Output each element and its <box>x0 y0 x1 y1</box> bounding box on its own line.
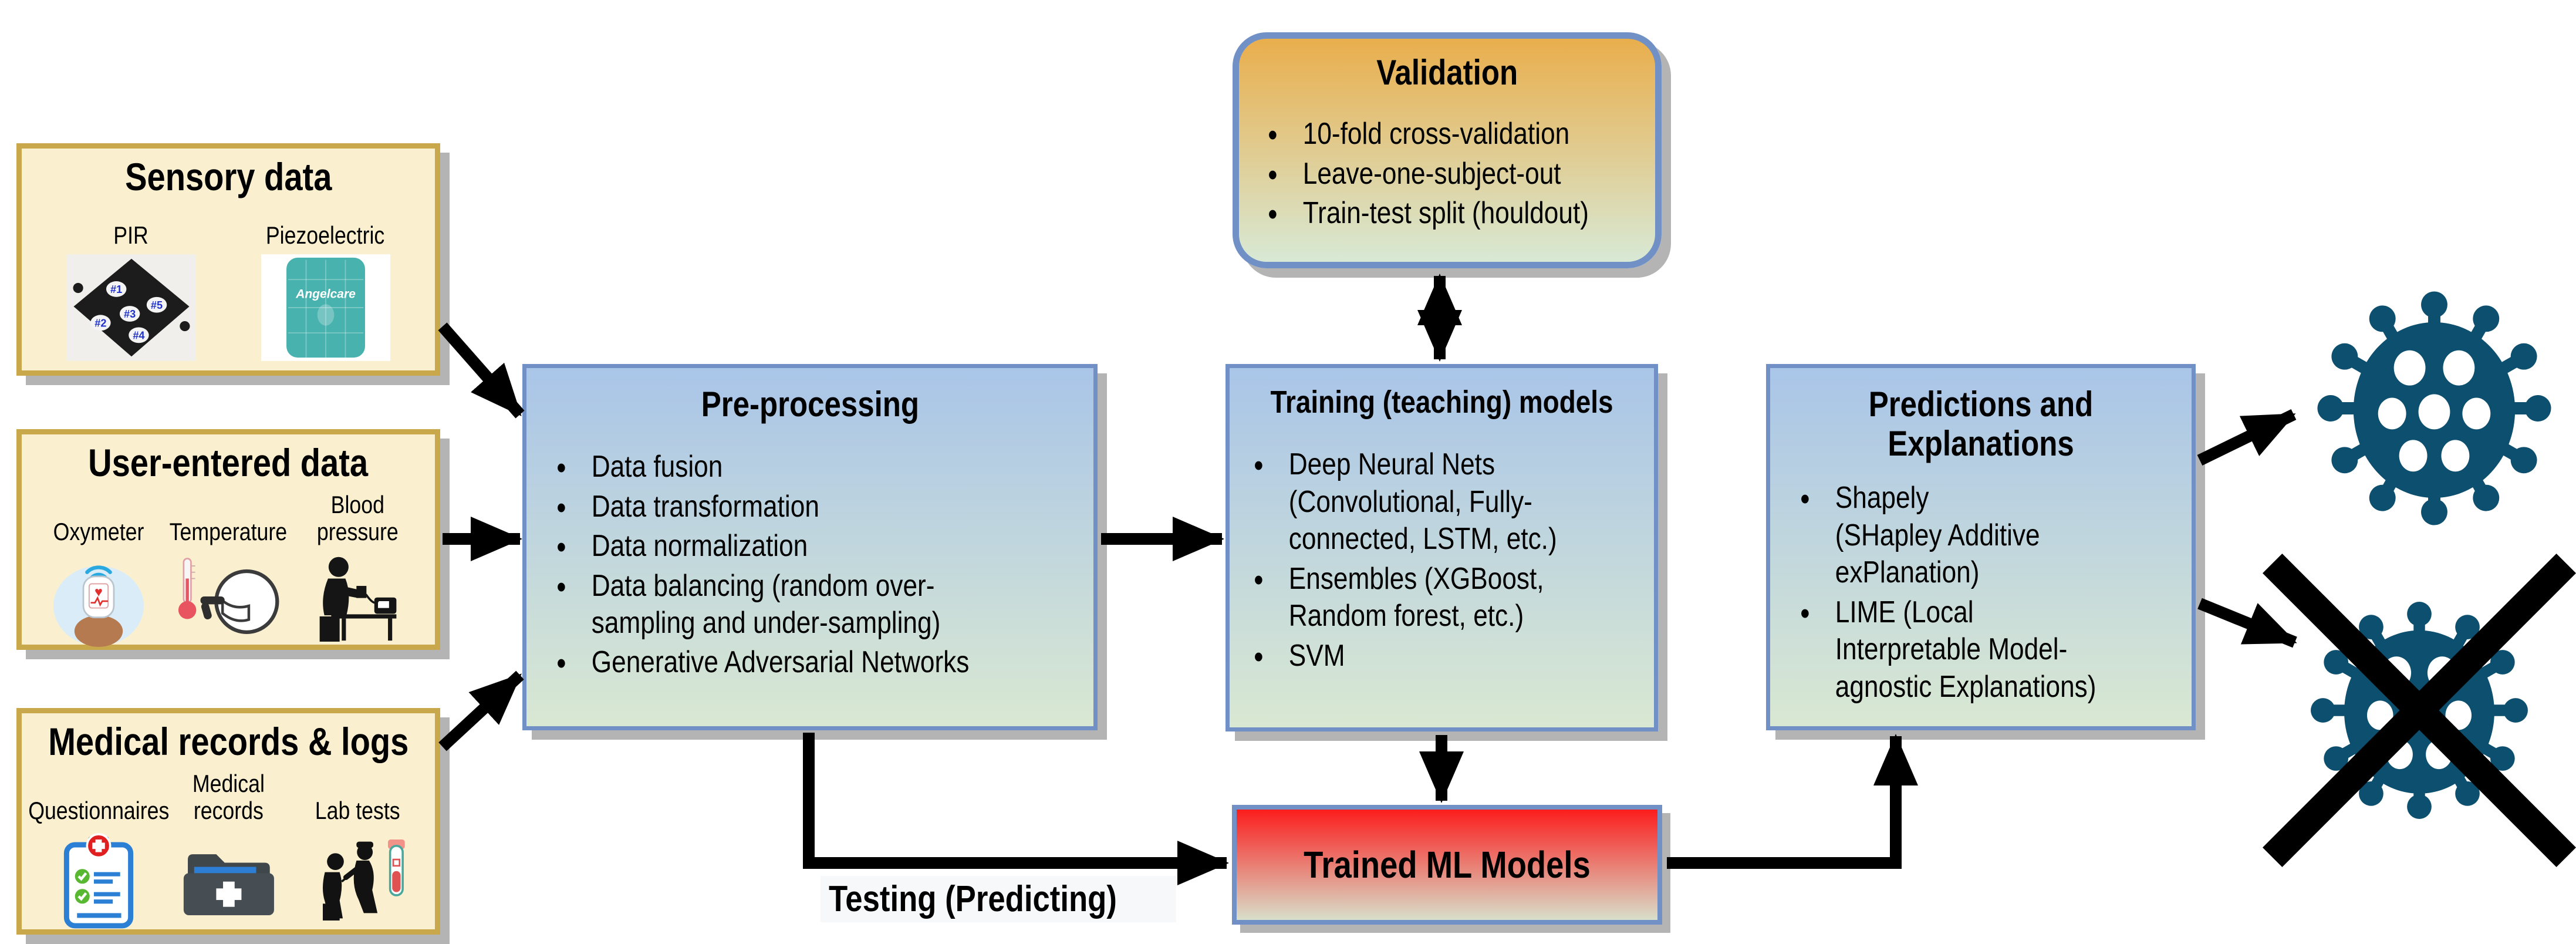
blood-test-icon <box>322 840 405 921</box>
testing-predicting-label: Testing (Predicting) <box>821 876 1176 922</box>
bullet: Shapely (SHapley Additive exPlanation) <box>1788 480 2172 591</box>
piezoelectric-item: Piezoelectric Angelcare <box>230 205 421 361</box>
user-items-row: Oxymeter ♥ Temperature <box>36 491 421 652</box>
medical-records-item: Medical records <box>166 770 292 930</box>
questionnaires-label: Questionnaires <box>28 796 170 824</box>
user-entered-data-title: User-entered data <box>88 441 369 484</box>
bullet: Ensembles (XGBoost, Random forest, etc.) <box>1241 561 1640 635</box>
lab-tests-item: Lab tests <box>295 770 421 930</box>
temperature-item: Temperature <box>166 491 292 652</box>
predictions-bullets: Shapely (SHapley Additive exPlanation) L… <box>1788 480 2172 708</box>
lab-tests-label: Lab tests <box>315 796 401 824</box>
training-models-box: Training (teaching) models Deep Neural N… <box>1225 364 1658 731</box>
questionnaires-item: Questionnaires <box>28 770 169 930</box>
arrow-medical-to-preprocessing <box>438 670 524 751</box>
sensory-data-title: Sensory data <box>124 155 332 198</box>
svg-text:#2: #2 <box>94 318 106 329</box>
medical-records-title: Medical records & logs <box>48 720 409 763</box>
bullet: SVM <box>1241 638 1640 677</box>
bullet: Leave-one-subject-out <box>1255 156 1636 195</box>
bullet: Data normalization <box>544 528 1073 567</box>
temperature-label: Temperature <box>169 517 288 545</box>
blood-pressure-monitor-icon <box>319 557 397 642</box>
medical-folder-icon <box>183 854 274 916</box>
piezoelectric-pad-icon: Angelcare <box>261 254 390 361</box>
blood-pressure-item: Blood pressure <box>295 491 421 652</box>
validation-title: Validation <box>1376 53 1518 92</box>
validation-box: Validation 10-fold cross-validation Leav… <box>1233 32 1662 268</box>
bullet: Train-test split (houldout) <box>1255 195 1636 234</box>
cross-out-x <box>2263 553 2576 868</box>
oxymeter-item: Oxymeter ♥ <box>36 491 162 652</box>
bullet: 10-fold cross-validation <box>1255 116 1636 155</box>
svg-text:♥: ♥ <box>94 584 103 599</box>
pir-label: PIR <box>113 221 149 249</box>
forehead-thermometer-icon <box>178 558 279 634</box>
trained-ml-models-title: Trained ML Models <box>1304 844 1591 886</box>
bullet: Data transformation <box>544 488 1073 528</box>
svg-text:#4: #4 <box>133 330 144 342</box>
arrow-testing-path <box>803 733 1229 885</box>
trained-ml-models-box: Trained ML Models <box>1232 805 1662 925</box>
training-models-title: Training (teaching) models <box>1270 385 1613 420</box>
arrow-sensory-to-preprocessing <box>438 322 525 419</box>
coronavirus-crossed-icon <box>2263 553 2576 868</box>
clipboard-checklist-icon <box>64 833 134 929</box>
blood-pressure-label: Blood pressure <box>317 491 399 545</box>
svg-text:Angelcare: Angelcare <box>295 288 356 301</box>
user-entered-data-box: User-entered data Oxymeter ♥ <box>16 429 440 650</box>
pir-sensor-icon: #1 #5 #3 #2 #4 <box>66 254 196 361</box>
svg-text:#3: #3 <box>124 308 136 320</box>
bullet: Data balancing (random over- sampling an… <box>544 568 1073 642</box>
medical-items-row: Questionnaires <box>28 770 421 930</box>
medical-records-box: Medical records & logs Questionnaires <box>16 708 440 935</box>
bullet: Deep Neural Nets (Convolutional, Fully- … <box>1241 446 1640 558</box>
coronavirus-icon <box>2310 275 2559 542</box>
bullet: Generative Adversarial Networks <box>544 644 1073 683</box>
preprocessing-bullets: Data fusion Data transformation Data nor… <box>544 449 1073 684</box>
arrow-predictions-to-virus <box>2197 409 2297 466</box>
preprocessing-title: Pre-processing <box>701 385 919 424</box>
validation-bullets: 10-fold cross-validation Leave-one-subje… <box>1255 116 1636 234</box>
svg-text:#5: #5 <box>150 299 162 311</box>
sensory-items-row: PIR #1 #5 #3 #2 #4 <box>36 205 421 361</box>
training-bullets: Deep Neural Nets (Convolutional, Fully- … <box>1241 446 1640 677</box>
predictions-box: Predictions and Explanations Shapely (SH… <box>1766 364 2196 730</box>
pulse-oximeter-icon: ♥ <box>53 565 144 647</box>
predictions-title: Predictions and Explanations <box>1868 385 2094 464</box>
pir-item: PIR #1 #5 #3 #2 #4 <box>36 205 227 361</box>
oxymeter-label: Oxymeter <box>53 517 144 545</box>
sensory-data-box: Sensory data PIR #1 #5 #3 # <box>16 143 440 376</box>
piezoelectric-label: Piezoelectric <box>266 221 385 249</box>
svg-text:#1: #1 <box>110 284 122 295</box>
medical-records-label: Medical records <box>192 770 265 824</box>
arrow-trained-to-predictions <box>1667 734 1918 869</box>
preprocessing-box: Pre-processing Data fusion Data transfor… <box>522 364 1098 730</box>
bullet: LIME (Local Interpretable Model- agnosti… <box>1788 594 2172 706</box>
bullet: Data fusion <box>544 449 1073 488</box>
